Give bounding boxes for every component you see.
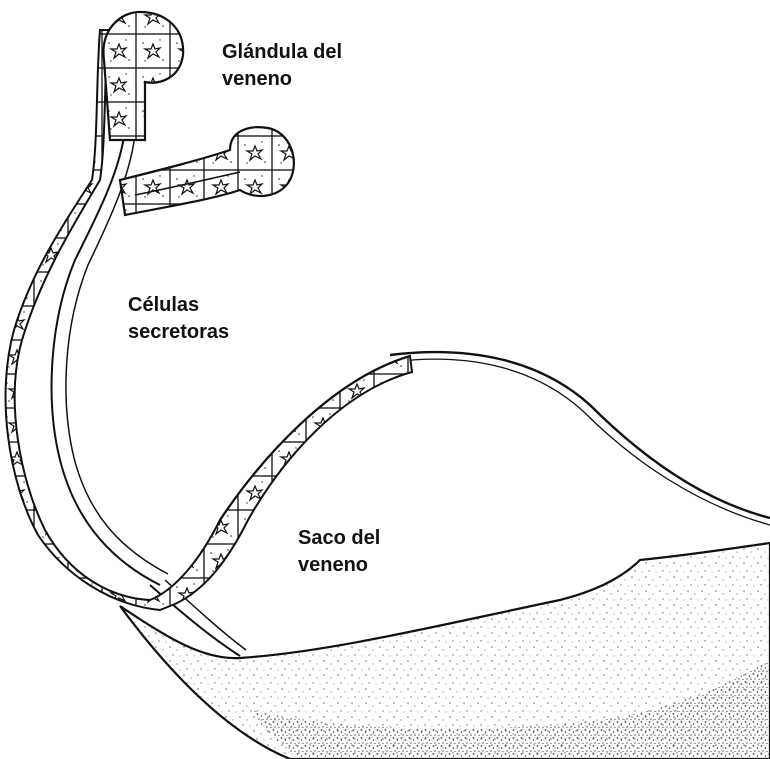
secretory-cells-label-line1: Células xyxy=(128,292,229,319)
venom-sac-label-line2: veneno xyxy=(298,552,380,579)
secretory-cells-label-line2: secretoras xyxy=(128,319,229,346)
venom-sac-label: Saco del veneno xyxy=(298,525,380,579)
venom-gland-label-line2: veneno xyxy=(222,66,342,93)
venom-sac-label-line1: Saco del xyxy=(298,525,380,552)
venom-sac xyxy=(120,543,770,759)
gland-head xyxy=(103,12,183,140)
venom-gland-label: Glándula del veneno xyxy=(222,39,342,93)
secretory-cells-label: Células secretoras xyxy=(128,292,229,346)
sac-upper-wall xyxy=(390,352,770,525)
venom-gland-label-line1: Glándula del xyxy=(222,39,342,66)
